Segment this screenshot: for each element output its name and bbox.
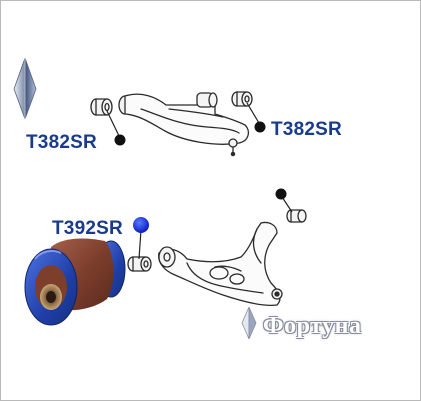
part-number-label-lower: T392SR [52,218,123,239]
diamond-watermark-icon [241,306,257,340]
part-number-label-upper-left: T382SR [26,132,97,153]
brand-watermark-text: Фортуна [263,313,362,339]
lower-blue-marker [133,217,149,260]
upper-control-arm [90,91,253,157]
upper-left-marker [106,110,126,146]
diamond-logo-icon [13,57,37,120]
upper-right-marker [246,102,266,133]
lower-right-marker [275,188,293,213]
lower-control-arm [127,209,307,307]
bushing-product-image [24,238,126,326]
part-number-label-upper-right: T382SR [271,119,342,140]
